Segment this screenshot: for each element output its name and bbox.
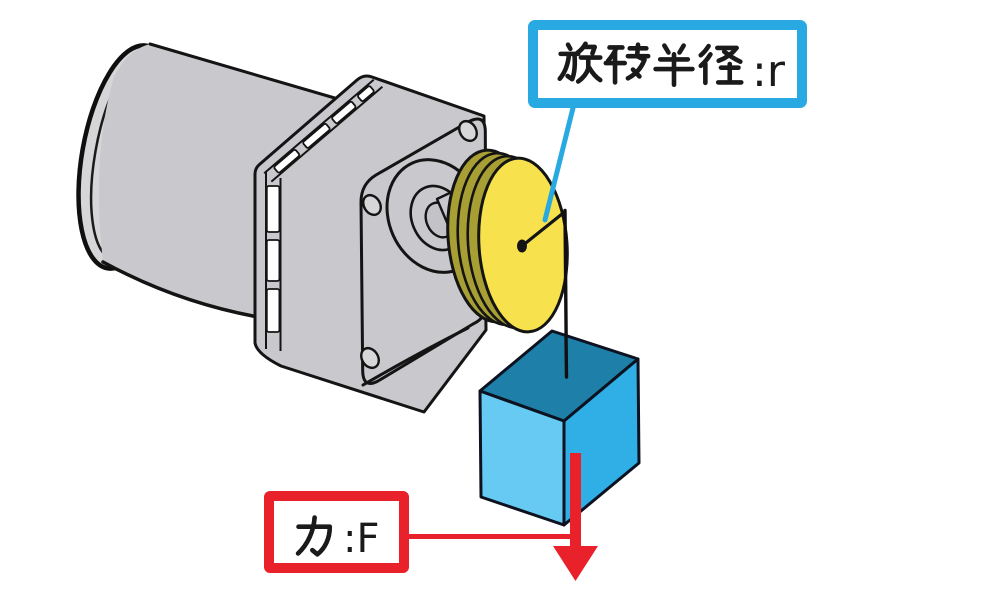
vent-slot xyxy=(265,239,281,282)
radius-line xyxy=(520,210,567,248)
screw-hole-bottom-left xyxy=(360,346,380,370)
string-on-cube xyxy=(564,333,569,379)
force-arrow-head xyxy=(553,546,598,581)
force-callout: :F xyxy=(264,491,409,573)
vent-slot xyxy=(357,85,375,102)
vent-slot xyxy=(265,185,281,233)
vent-slot xyxy=(331,100,357,125)
motor-body-top-edge xyxy=(148,42,347,103)
load-cube-right-face xyxy=(562,357,641,527)
cjk-glyph-zhuan xyxy=(603,42,651,85)
radius-callout-leader xyxy=(542,105,576,223)
vent-slot xyxy=(273,148,301,174)
gearbox-group xyxy=(253,74,488,414)
cjk-glyph-xuan xyxy=(557,41,603,84)
load-cube xyxy=(478,329,641,527)
force-callout-box xyxy=(264,491,409,573)
cjk-glyph-ban xyxy=(653,43,695,88)
pulley-group xyxy=(446,148,569,334)
vent-strip-top xyxy=(263,78,384,183)
force-arrow-group xyxy=(404,453,598,581)
vent-slot xyxy=(302,123,331,149)
radius-callout-text xyxy=(557,41,744,88)
vent-strip-side xyxy=(265,172,282,351)
motor-body-bottom-edge xyxy=(101,260,260,319)
cjk-glyph-jing xyxy=(698,43,744,86)
cjk-glyph-li xyxy=(295,515,333,557)
front-flange-bottom-edge xyxy=(361,326,470,387)
vent-slot xyxy=(265,288,281,333)
radius-callout-suffix: :r xyxy=(752,46,786,97)
screw-hole-top-left xyxy=(362,193,382,217)
force-callout-suffix: :F xyxy=(343,516,379,562)
radius-callout: :r xyxy=(528,20,807,223)
screw-hole-top-right xyxy=(458,119,478,143)
